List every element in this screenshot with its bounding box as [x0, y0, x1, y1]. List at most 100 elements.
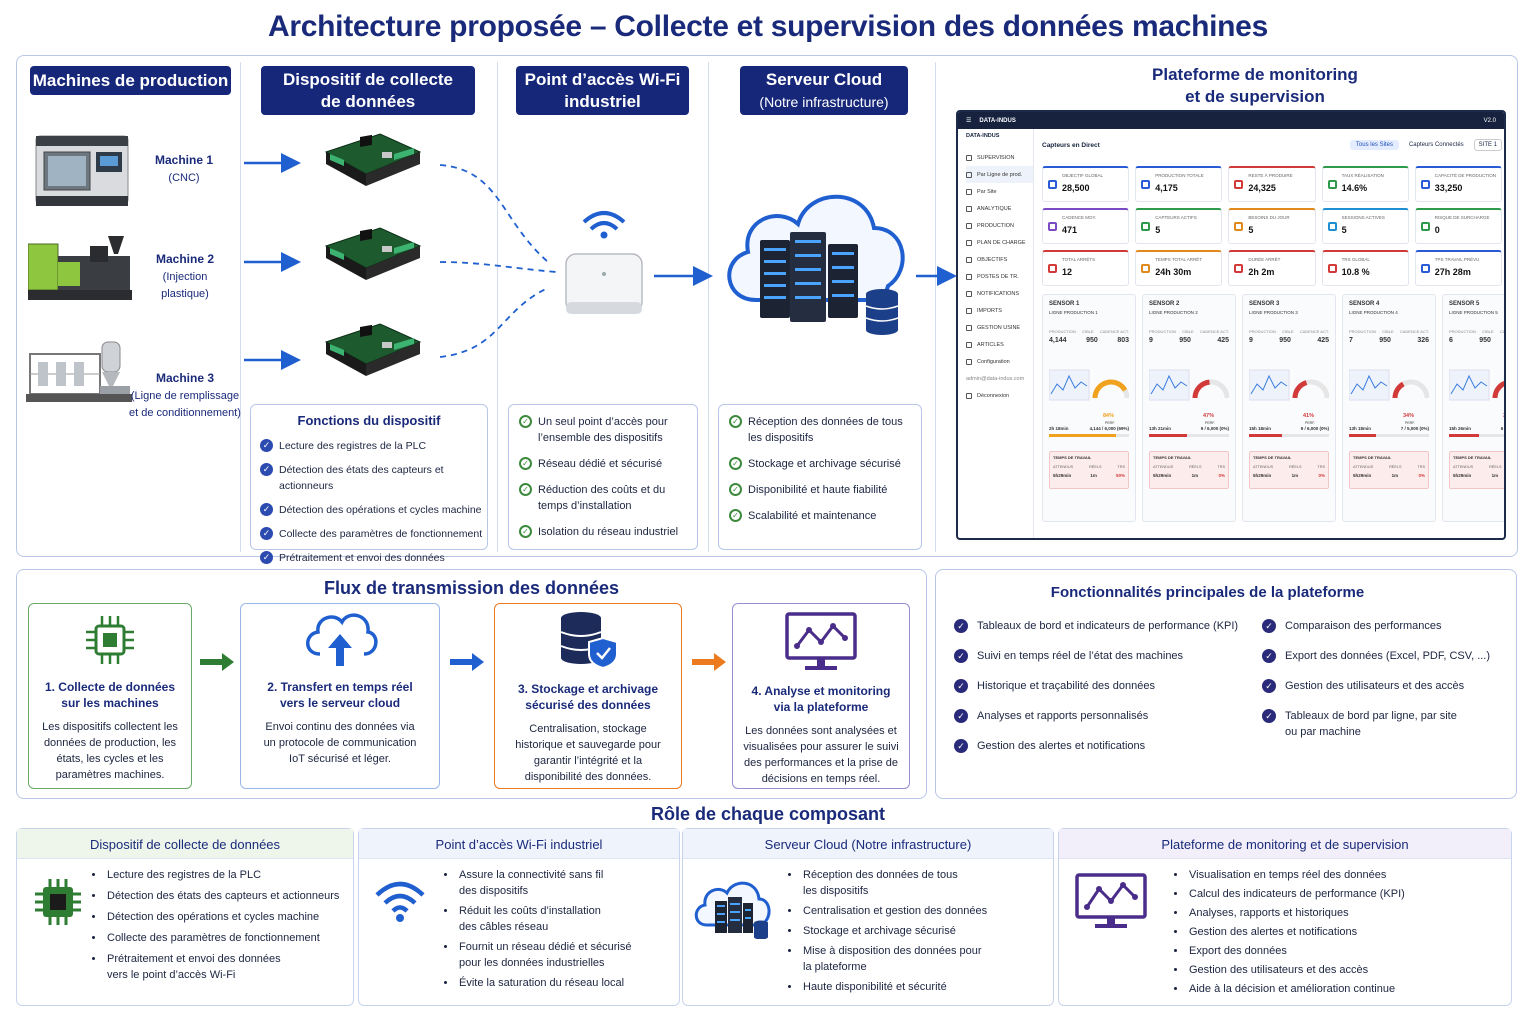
cloud-server-icon: [694, 881, 771, 939]
check-icon: ✓: [729, 457, 742, 470]
sensor-perf-value: 37%: [1503, 413, 1506, 419]
kpi-label: TPS TRAVAIL PRÉVU: [1434, 257, 1480, 262]
nav-item[interactable]: Configuration: [966, 353, 1033, 370]
nav-item[interactable]: Par Site: [966, 183, 1033, 200]
feature-item: ✓Analyses et rapports personnalisés: [954, 708, 1259, 738]
nav-item[interactable]: IMPORTS: [966, 302, 1033, 319]
nav-item[interactable]: GESTION USINE: [966, 319, 1033, 336]
filter-connected-sensors[interactable]: Capteurs Connectés: [1408, 142, 1464, 148]
col-label: CIBLE: [1482, 329, 1494, 334]
work-actual: 1m: [1090, 473, 1097, 478]
features-panel: [935, 569, 1517, 799]
function-item: ✓Lecture des registres de la PLC: [260, 438, 487, 454]
kpi-label: RESTE À PRODUIRE: [1248, 173, 1293, 178]
check-icon: ✓: [519, 483, 532, 496]
col-label: ATTENDUS: [1053, 465, 1074, 469]
sensor-line: LIGNE PRODUCTION 1: [1049, 310, 1098, 315]
work-expected: 5h29min: [1153, 473, 1172, 478]
work-time-title: TEMPS DE TRAVAIL: [1453, 455, 1492, 460]
monitor-analytics-icon: [1075, 873, 1147, 928]
nav-item-active[interactable]: Par Ligne de prod.: [966, 166, 1033, 183]
role-item: Fournit un réseau dédié et sécurisépour …: [457, 939, 675, 971]
sensor-quantity: 9 / 6,000 (0%): [1300, 426, 1329, 431]
feature-item: ✓Historique et traçabilité des données: [954, 678, 1259, 708]
sensor-mini-chart: [1048, 369, 1130, 401]
col-label: PRODUCTION: [1149, 329, 1176, 334]
work-actual: 1m: [1491, 473, 1499, 478]
cnc-machine-image: [35, 135, 129, 206]
nav-item[interactable]: ANALYTIQUE: [966, 200, 1033, 217]
check-icon: ✓: [954, 649, 968, 663]
col-label: CADENCE ACT.: [1499, 329, 1506, 334]
kpi-label: RISQUE DE SURCHARGE: [1434, 215, 1490, 220]
nav-item[interactable]: PRODUCTION: [966, 217, 1033, 234]
role-item: Gestion des alertes et notifications: [1187, 924, 1505, 940]
nav-item[interactable]: OBJECTIFS: [966, 251, 1033, 268]
dashboard-brand: DATA-INDUS: [979, 117, 1016, 124]
nav-item[interactable]: NOTIFICATIONS: [966, 285, 1033, 302]
sensor-mini-chart: [1348, 369, 1430, 401]
col-label: CADENCE ACT.: [1399, 329, 1429, 334]
sensor-line: LIGNE PRODUCTION 3: [1249, 310, 1298, 315]
flow-title: Flux de transmission des données: [323, 578, 620, 598]
work-actual: 1m: [1191, 473, 1199, 478]
col-label: CADENCE ACT.: [1299, 329, 1329, 334]
sensor-name: SENSOR 3: [1249, 301, 1280, 307]
kpi-label: PRODUCTION TOTALE: [1155, 173, 1204, 178]
sensor-grid: SENSOR 1 LIGNE PRODUCTION 1 PRODUCTION CIBL…: [1042, 294, 1504, 522]
sensor-line: LIGNE PRODUCTION 5: [1449, 310, 1498, 315]
kpi-icon: [1420, 222, 1430, 231]
col-label: PRODUCTION: [1049, 329, 1076, 334]
sensor-target: 950: [1179, 337, 1191, 344]
sensor-name: SENSOR 2: [1149, 301, 1180, 307]
kpi-value: 0: [1434, 225, 1440, 235]
nav-item[interactable]: SUPERVISION: [966, 149, 1033, 166]
sensor-production: 9: [1249, 337, 1253, 344]
sensor-perf-label: PERF.: [1305, 421, 1315, 425]
check-icon: ✓: [519, 415, 532, 428]
connection-lines: [244, 153, 957, 370]
kpi-icon: [1234, 264, 1244, 273]
kpi-icon: [1141, 222, 1151, 231]
col-label: RÉELS: [1489, 465, 1502, 469]
dashboard-sidebar: DATA-INDUS SUPERVISION Par Ligne de prod…: [958, 129, 1034, 538]
menu-icon[interactable]: ☰: [966, 118, 972, 124]
work-time-title: TEMPS DE TRAVAIL: [1253, 455, 1292, 460]
sensor-time: 15h 18min: [1249, 426, 1272, 431]
check-icon: ✓: [954, 679, 968, 693]
sensor-quantity: 4,144 / 6,000 (69%): [1089, 426, 1129, 431]
sensor-target: 950: [1086, 337, 1098, 344]
nav-item[interactable]: ARTICLES: [966, 336, 1033, 353]
filter-all-sites[interactable]: Tous les Sites: [1349, 140, 1399, 150]
kpi-value: 2h 2m: [1248, 267, 1275, 277]
sensor-production: 6: [1449, 337, 1453, 344]
check-icon: ✓: [729, 415, 742, 428]
sidebar-brand: DATA-INDUS: [966, 133, 1000, 139]
logout-link[interactable]: Déconnexion: [966, 387, 1033, 404]
check-icon: ✓: [260, 551, 273, 564]
col-label: ATTENDUS: [1253, 465, 1274, 469]
kpi-value: 10.8 %: [1341, 267, 1370, 277]
kpi-value: 4,175: [1155, 183, 1178, 193]
role-card-title: Plateforme de monitoring et de supervisi…: [1059, 829, 1511, 859]
sensor-name: SENSOR 1: [1049, 301, 1080, 307]
nav-item[interactable]: PLAN DE CHARGE: [966, 234, 1033, 251]
function-item: ✓Détection des états des capteurs et act…: [260, 462, 487, 494]
kpi-icon: [1327, 180, 1337, 189]
site-selector[interactable]: SITE 1: [1473, 139, 1502, 151]
nav-item[interactable]: POSTES DE TR.: [966, 268, 1033, 285]
wifi-benefit-item: ✓Isolation du réseau industriel: [519, 524, 697, 540]
col-label: CADENCE ACT.: [1099, 329, 1129, 334]
